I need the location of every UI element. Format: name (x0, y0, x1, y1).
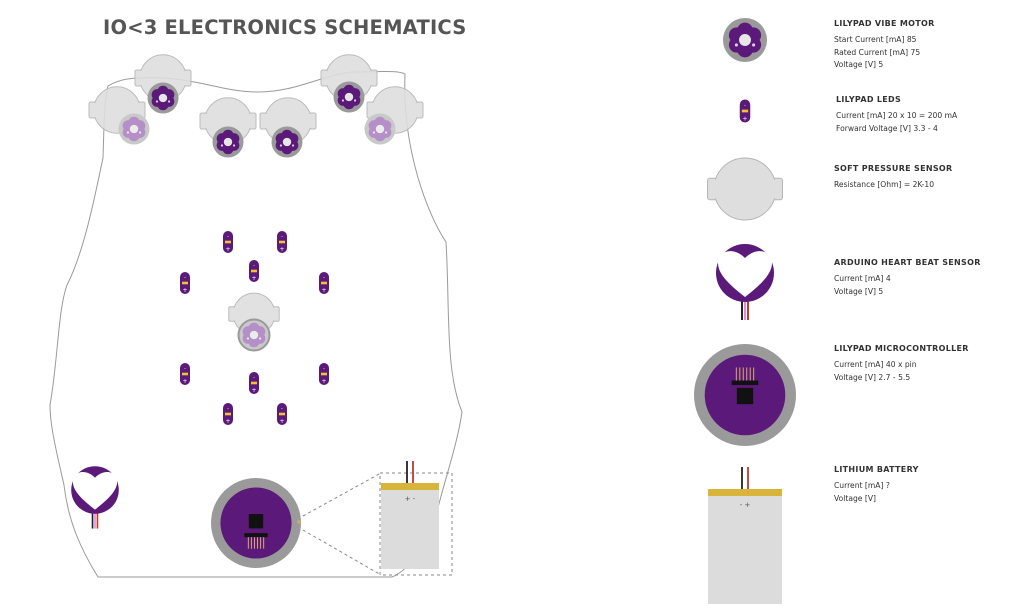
led-minus-label: - (281, 406, 283, 412)
lithium-battery: + - (381, 461, 439, 569)
connector-dot (297, 520, 301, 524)
microcontroller (211, 478, 301, 568)
vibe-motor (271, 126, 303, 158)
legend-entry-microcontroller: LILYPAD MICROCONTROLLER Current [mA] 40 x… (834, 344, 969, 384)
vibe-motor (147, 82, 179, 114)
led-plus-label: + (279, 246, 284, 253)
legend-entry-battery: LITHIUM BATTERY Current [mA] ? Voltage [V] (834, 465, 919, 505)
battery-zoom-frame (379, 472, 453, 576)
led-minus-label: - (253, 375, 255, 381)
legend-name: SOFT PRESSURE SENSOR (834, 164, 953, 173)
vibe-motor (333, 81, 365, 113)
led: -+ (277, 231, 287, 253)
led-plus-label: + (225, 418, 230, 425)
legend-spec: Resistance [Ohm] = 2K-10 (834, 180, 935, 189)
lithium-battery: - + (708, 467, 782, 604)
vibe-motor (118, 113, 150, 145)
legend-spec: Forward Voltage [V] 3.3 - 4 (836, 123, 938, 133)
led-plus-label: + (279, 418, 284, 425)
led-plus-label: + (251, 387, 256, 394)
leader-line (302, 472, 382, 517)
vibe-motor (723, 18, 767, 62)
led-minus-label: - (227, 406, 229, 412)
legend-spec: Start Current [mA] 85 (834, 35, 917, 44)
led-plus-label: + (225, 246, 230, 253)
led: -+ (223, 231, 233, 253)
legend-spec: Current [mA] 40 x pin (834, 360, 917, 369)
legend-entry-pressure-sensor: SOFT PRESSURE SENSOR Resistance [Ohm] = 2… (834, 164, 952, 192)
led: -+ (223, 403, 233, 425)
legend-entry-vibe-motor: LILYPAD VIBE MOTOR Start Current [mA] 85 R… (834, 19, 935, 72)
led-plus-label: + (182, 378, 187, 385)
led-minus-label: - (323, 275, 325, 281)
led-plus-label: + (251, 275, 256, 282)
heart-beat-sensor (71, 466, 119, 529)
vibe-motor (364, 113, 396, 145)
legend-name: ARDUINO HEART BEAT SENSOR (834, 258, 981, 267)
led-plus-label: + (321, 378, 326, 385)
leader-line (302, 529, 382, 576)
heart-beat-sensor (716, 244, 774, 320)
pressure-sensor (707, 157, 783, 221)
vibe-motor (212, 126, 244, 158)
led-minus-label: - (323, 366, 325, 372)
microcontroller (694, 344, 796, 446)
led: -+ (249, 372, 259, 394)
legend-spec: Current [mA] ? (834, 481, 890, 490)
led: -+ (277, 403, 287, 425)
led-minus-label: - (184, 275, 186, 281)
led-minus-label: - (184, 366, 186, 372)
legend-name: LILYPAD VIBE MOTOR (834, 19, 935, 28)
led-plus-label: + (742, 115, 747, 122)
legend-spec: Rated Current [mA] 75 (834, 47, 921, 57)
legend-name: LITHIUM BATTERY (834, 465, 919, 474)
page-title: IO<3 ELECTRONICS SCHEMATICS (103, 16, 467, 39)
led: -+ (180, 272, 190, 294)
battery-terminal-label: - + (740, 501, 751, 509)
led: -+ (180, 363, 190, 385)
battery-terminal-label: + - (405, 495, 416, 503)
led: -+ (739, 99, 751, 123)
legend-spec: Current [mA] 4 (834, 274, 891, 283)
legend-entry-heart-beat-sensor: ARDUINO HEART BEAT SENSOR Current [mA] 4 V… (834, 258, 981, 298)
led-minus-label: - (227, 234, 229, 240)
legend-entry-led: LILYPAD LEDS Current [mA] 20 x 10 = 200 m… (836, 95, 957, 135)
legend-spec: Voltage [V] 2.7 - 5.5 (834, 372, 911, 382)
legend-name: LILYPAD MICROCONTROLLER (834, 344, 969, 353)
vibe-motor (238, 319, 270, 351)
led-minus-label: - (281, 234, 283, 240)
led-minus-label: - (744, 102, 746, 108)
led-plus-label: + (182, 287, 187, 294)
led-plus-label: + (321, 287, 326, 294)
legend-name: LILYPAD LEDS (836, 95, 902, 104)
legend-spec: Voltage [V] 5 (834, 60, 884, 69)
legend-spec: Voltage [V] 5 (834, 286, 884, 296)
legend-spec: Current [mA] 20 x 10 = 200 mA (836, 111, 958, 120)
led: -+ (319, 272, 329, 294)
led-minus-label: - (253, 263, 255, 269)
legend-spec: Voltage [V] (834, 493, 877, 503)
led: -+ (249, 260, 259, 282)
led: -+ (319, 363, 329, 385)
